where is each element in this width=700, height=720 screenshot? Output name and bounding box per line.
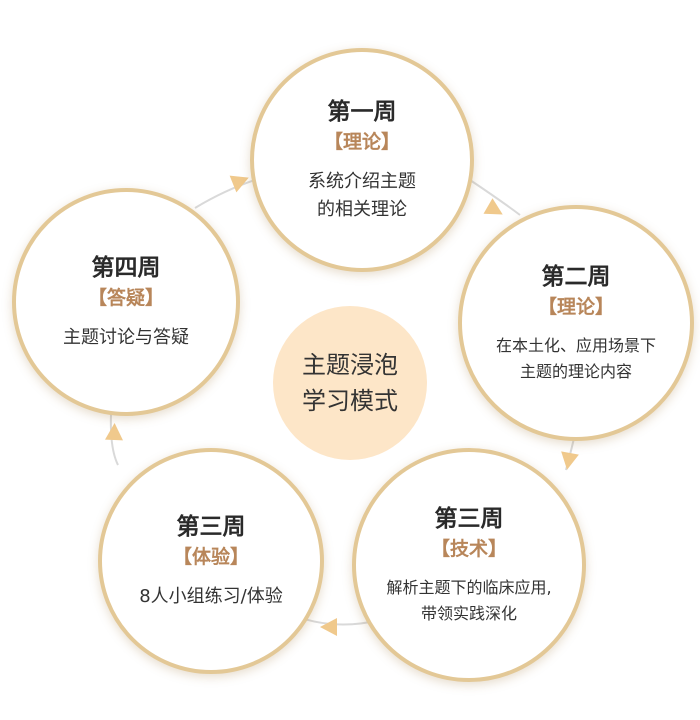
center-topic-circle: 主题浸泡 学习模式 (273, 306, 427, 460)
week-title: 第二周 (541, 264, 611, 290)
week-2-node: 第二周 【理论】 在本土化、应用场景下 主题的理论内容 (458, 205, 694, 441)
week-description: 解析主题下的临床应用, 带领实践深化 (386, 578, 552, 623)
connector-week1-week2 (469, 179, 521, 216)
arrow-icon (320, 618, 337, 636)
week-tag: 【理论】 (537, 296, 614, 318)
week-title: 第三周 (176, 514, 246, 540)
week-description: 在本土化、应用场景下 主题的理论内容 (495, 336, 656, 381)
week-4-node: 第三周 【体验】 8人小组练习/体验 (98, 448, 324, 674)
arrow-icon (483, 198, 503, 215)
week-tag: 【答疑】 (87, 287, 164, 309)
center-topic-label: 主题浸泡 学习模式 (302, 351, 398, 415)
week-3-node: 第三周 【技术】 解析主题下的临床应用, 带领实践深化 (352, 448, 586, 682)
arrow-icon (561, 451, 579, 470)
week-tag: 【体验】 (172, 546, 249, 568)
week-description: 主题讨论与答疑 (63, 327, 189, 348)
week-description: 系统介绍主题 的相关理论 (308, 171, 416, 220)
week-title: 第一周 (327, 99, 397, 125)
week-5-node: 第四周 【答疑】 主题讨论与答疑 (12, 188, 240, 416)
connector-arrows (105, 175, 579, 636)
connector-week5-week1 (194, 179, 256, 209)
week-description: 8人小组练习/体验 (139, 586, 283, 607)
week-title: 第三周 (434, 506, 504, 532)
arrow-icon (229, 175, 249, 193)
week-tag: 【理论】 (323, 131, 400, 153)
arrow-icon (105, 423, 123, 441)
week-tag: 【技术】 (430, 538, 507, 560)
week-title: 第四周 (91, 255, 161, 281)
week-1-node: 第一周 【理论】 系统介绍主题 的相关理论 (250, 48, 474, 272)
